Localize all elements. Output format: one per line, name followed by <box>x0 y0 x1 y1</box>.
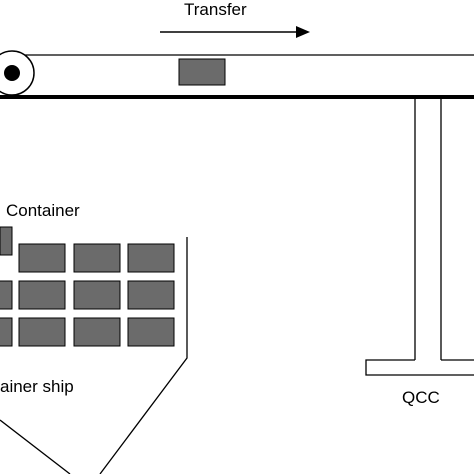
conveyor-boom <box>0 54 474 99</box>
stack-container <box>127 243 175 273</box>
loose-container <box>0 226 13 256</box>
stack-container <box>73 317 121 347</box>
stack-container <box>0 280 13 310</box>
quay-crane-leg <box>365 98 474 376</box>
container-label: Container <box>6 201 80 220</box>
roller-wheel-icon <box>0 50 35 96</box>
stack-container <box>18 280 66 310</box>
stack-container <box>18 243 66 273</box>
stack-container <box>127 317 175 347</box>
stack-container <box>0 317 13 347</box>
container-stack <box>0 243 175 347</box>
ship-label: ainer ship <box>0 377 74 396</box>
arrow-right-icon <box>160 26 310 38</box>
transfer-container <box>178 58 226 86</box>
transfer-label: Transfer <box>184 0 247 19</box>
ship-hull <box>0 237 188 474</box>
stack-container <box>127 280 175 310</box>
stack-container <box>73 243 121 273</box>
crane-label: QCC <box>402 388 440 407</box>
stack-container <box>18 317 66 347</box>
stack-container <box>73 280 121 310</box>
